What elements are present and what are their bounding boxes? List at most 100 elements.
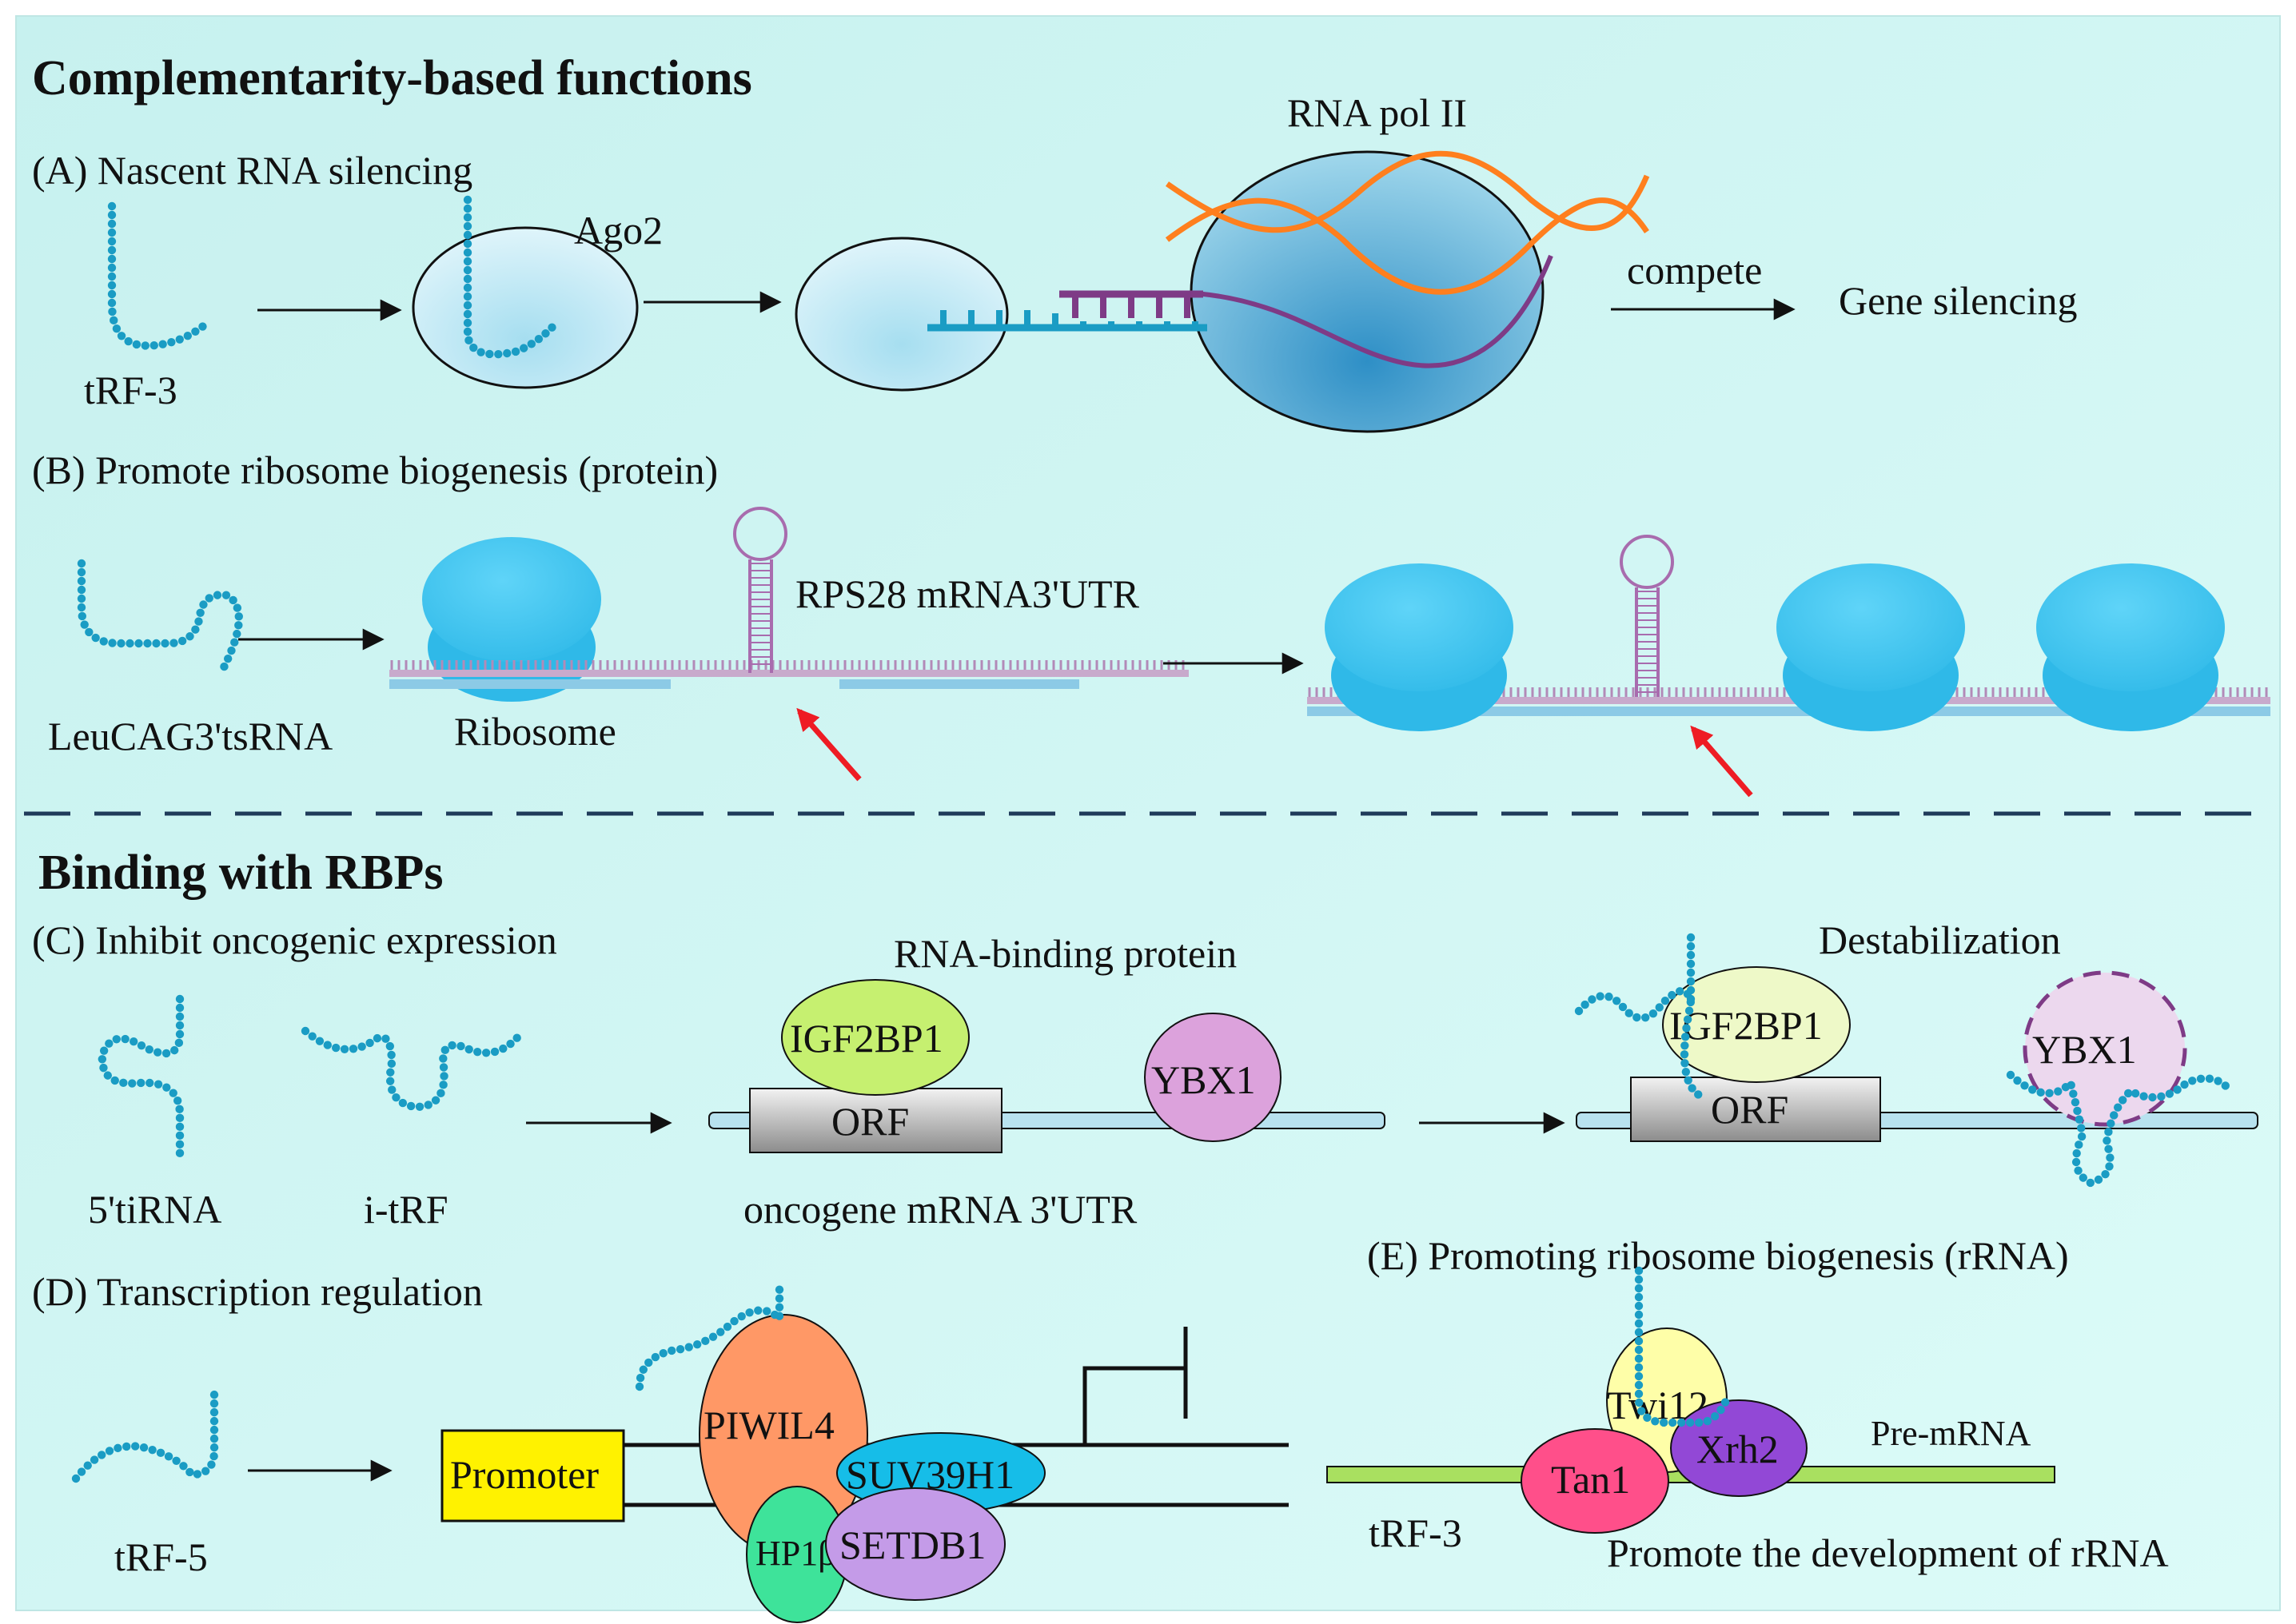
nascent-rna xyxy=(1059,254,1553,368)
rna-bead xyxy=(1710,1411,1720,1421)
rna-bead xyxy=(463,204,472,213)
rna-bead xyxy=(169,1089,177,1097)
rna-bead xyxy=(83,1461,92,1470)
rna-bead xyxy=(463,195,472,205)
rna-bead xyxy=(107,254,117,264)
rna-bead xyxy=(1634,1266,1644,1276)
rna-bead xyxy=(456,1041,465,1051)
panel-e-title: (E) Promoting ribosome biogenesis (rRNA) xyxy=(1367,1233,2069,1278)
rna-bead xyxy=(323,1041,332,1049)
rna-bead xyxy=(385,1077,395,1085)
rna-bead xyxy=(301,1026,310,1036)
rna-bead xyxy=(1596,992,1604,1001)
rna-bead xyxy=(463,283,472,293)
rna-bead xyxy=(639,1365,648,1374)
leucag-label: LeuCAG3'tsRNA xyxy=(48,714,333,758)
rna-bead xyxy=(209,1425,219,1435)
rna-bead xyxy=(98,1055,107,1064)
rna-bead xyxy=(77,585,86,595)
rna-bead xyxy=(684,1343,693,1351)
rna-bead xyxy=(185,632,194,641)
rna-pol-ii-label: RNA pol II xyxy=(1287,90,1467,135)
rna-bead xyxy=(193,1470,202,1479)
rna-bead xyxy=(716,1327,725,1336)
rna-bead xyxy=(105,1447,114,1455)
rna-bead xyxy=(1635,1398,1644,1407)
rna-bead xyxy=(1685,1418,1695,1427)
panel-c-title: (C) Inhibit oncogenic expression xyxy=(32,917,557,962)
rna-bead xyxy=(424,1101,432,1109)
igf2bp1-protein xyxy=(781,979,970,1096)
rna-bead xyxy=(1659,1418,1668,1427)
rna-bead xyxy=(439,1054,448,1063)
rna-bead xyxy=(230,638,239,647)
rna-bead xyxy=(762,1307,771,1316)
rna-bead xyxy=(234,621,243,630)
rna-bead xyxy=(91,633,100,643)
rna-bead xyxy=(463,265,472,275)
rna-bead xyxy=(107,298,117,308)
rna-bead xyxy=(119,1078,128,1088)
rna-bead xyxy=(77,594,86,603)
rna-bead xyxy=(99,1046,109,1055)
ybx1-protein xyxy=(1144,1013,1282,1142)
rna-bead xyxy=(1634,1284,1644,1293)
rna-bead xyxy=(71,1474,81,1483)
rna-bead xyxy=(1680,1041,1689,1050)
rna-bead xyxy=(145,1078,154,1088)
ribosome-label: Ribosome xyxy=(454,709,616,754)
rna-bead xyxy=(108,639,117,647)
section-title-rbp: Binding with RBPs xyxy=(38,846,444,900)
rna-bead xyxy=(77,603,86,612)
tirna-label: 5'tiRNA xyxy=(88,1187,221,1232)
rna-bead xyxy=(2131,1089,2140,1098)
destabilization-label: Destabilization xyxy=(1819,917,2061,962)
rna-bead xyxy=(1634,1310,1644,1320)
ybx1-label-2: YBX1 xyxy=(2032,1027,2137,1072)
rna-bead xyxy=(110,1076,119,1085)
itrf-label: i-tRF xyxy=(364,1187,448,1232)
rna-bead xyxy=(2221,1081,2230,1090)
rna-bead xyxy=(1634,1354,1644,1363)
rna-bead xyxy=(156,1448,165,1458)
rna-bead xyxy=(121,1034,130,1044)
rna-bead xyxy=(385,1041,395,1051)
polysome-ribosome-2 xyxy=(1776,563,1965,731)
rna-bead xyxy=(175,1021,185,1030)
rna-bead xyxy=(659,1349,668,1358)
rna-bead xyxy=(406,1101,416,1111)
rna-bead xyxy=(175,1122,185,1132)
rna-bead xyxy=(143,639,152,648)
polysome-ribosome-3 xyxy=(2036,563,2225,731)
rna-bead xyxy=(1637,1407,1646,1415)
rna-bead xyxy=(1604,992,1613,1001)
rna-bead xyxy=(175,1105,184,1114)
rna-bead xyxy=(494,349,503,359)
rna-bead xyxy=(388,1085,397,1094)
rrna-result-label: Promote the development of rRNA xyxy=(1607,1530,2169,1575)
rna-bead xyxy=(175,1131,185,1140)
rna-bead xyxy=(2205,1074,2214,1083)
rna-bead xyxy=(196,608,205,617)
rna-bead xyxy=(387,1059,397,1069)
rna-bead xyxy=(77,576,86,586)
rna-bead xyxy=(2110,1111,2119,1120)
rna-bead xyxy=(349,1045,358,1053)
compete-label: compete xyxy=(1627,248,1762,293)
tan1-label: Tan1 xyxy=(1551,1457,1630,1502)
section-title-complementarity: Complementarity-based functions xyxy=(32,51,752,105)
rna-bead xyxy=(2113,1103,2123,1112)
rna-bead xyxy=(1618,1002,1628,1012)
piwil4-label: PIWIL4 xyxy=(704,1403,835,1447)
rna-bead xyxy=(129,1037,138,1046)
rbp-label: RNA-binding protein xyxy=(894,931,1237,976)
rna-pol-ii xyxy=(1190,150,1545,433)
rna-bead xyxy=(205,594,213,603)
rna-bead xyxy=(77,559,86,568)
rna-bead xyxy=(191,327,200,336)
rna-bead xyxy=(85,627,94,637)
promoter-box xyxy=(440,1429,625,1522)
rna-bead xyxy=(229,595,237,605)
rna-bead xyxy=(209,1451,218,1461)
rna-bead xyxy=(122,1442,131,1451)
